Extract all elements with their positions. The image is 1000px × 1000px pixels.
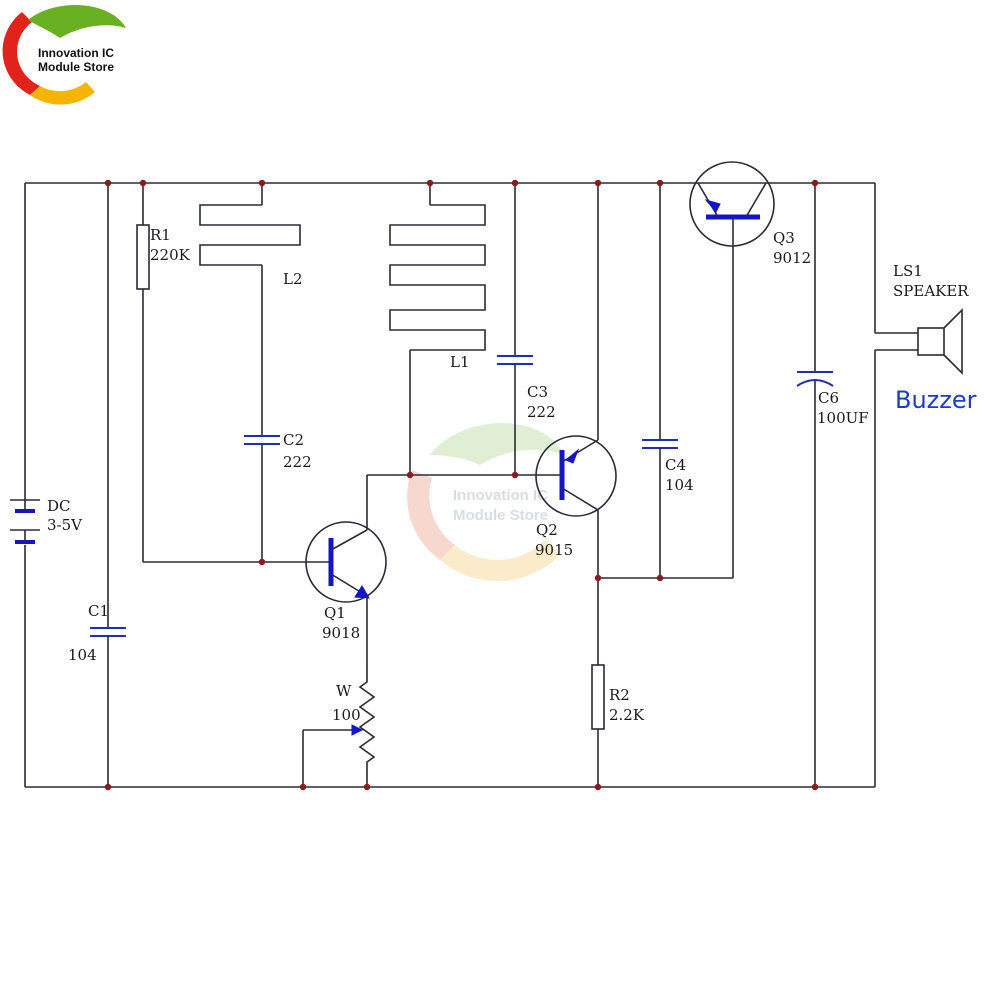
watermark-line2: Module Store (453, 507, 548, 524)
logo-yellow-arc (30, 82, 95, 105)
label-q3-ref: Q3 (773, 229, 795, 247)
label-c3-value: 222 (527, 403, 556, 421)
label-l1-ref: L1 (450, 353, 470, 371)
store-logo: Innovation IC Module Store (2, 5, 126, 105)
label-c1-ref: C1 (88, 602, 109, 620)
watermark-line1: Innovation IC (453, 487, 548, 504)
label-q2-ref: Q2 (536, 521, 558, 539)
battery-dc (10, 183, 40, 787)
transistor-q1 (300, 521, 387, 668)
label-w-value: 100 (332, 706, 361, 724)
label-q3-value: 9012 (773, 249, 811, 267)
logo-line1: Innovation IC (38, 46, 114, 60)
label-c1-value: 104 (68, 646, 97, 664)
label-c4-value: 104 (665, 476, 694, 494)
label-r2-ref: R2 (609, 686, 630, 704)
potentiometer-w (302, 668, 376, 787)
junction-nodes (104, 179, 819, 791)
label-w-ref: W (336, 682, 352, 700)
capacitor-c2 (244, 435, 280, 562)
capacitor-c6 (796, 183, 834, 787)
transistor-q3 (689, 161, 775, 578)
label-r1-ref: R1 (150, 226, 171, 244)
label-c2-ref: C2 (283, 431, 304, 449)
watermark: Innovation IC Module Store (407, 423, 565, 581)
label-c6-ref: C6 (818, 389, 839, 407)
label-dc-value: 3-5V (47, 516, 83, 534)
label-c2-value: 222 (283, 453, 312, 471)
speaker-ls1 (874, 183, 963, 787)
label-ls1-value: SPEAKER (893, 282, 969, 300)
label-r1-value: 220K (150, 246, 191, 264)
label-c6-value: 100UF (817, 409, 869, 427)
label-l2-ref: L2 (283, 270, 303, 288)
logo-green-leaf (28, 5, 126, 39)
label-ls1-ref: LS1 (893, 262, 923, 280)
capacitor-c1 (90, 183, 126, 787)
label-dc-ref: DC (47, 497, 71, 515)
capacitor-c4 (642, 183, 678, 578)
label-r2-value: 2.2K (609, 706, 645, 724)
label-q2-value: 9015 (535, 541, 573, 559)
resistor-r2 (591, 664, 605, 787)
inductor-l1 (389, 183, 486, 475)
transistor-q2 (535, 183, 617, 665)
capacitor-c3 (497, 183, 533, 475)
label-q1-ref: Q1 (324, 604, 346, 622)
inductor-l2 (199, 183, 301, 436)
buzzer-label: Buzzer (895, 386, 977, 414)
resistor-r1 (136, 183, 300, 563)
logo-red-arc (2, 12, 40, 95)
label-c4-ref: C4 (665, 456, 686, 474)
label-q1-value: 9018 (322, 624, 360, 642)
logo-line2: Module Store (38, 60, 114, 74)
label-c3-ref: C3 (527, 383, 548, 401)
